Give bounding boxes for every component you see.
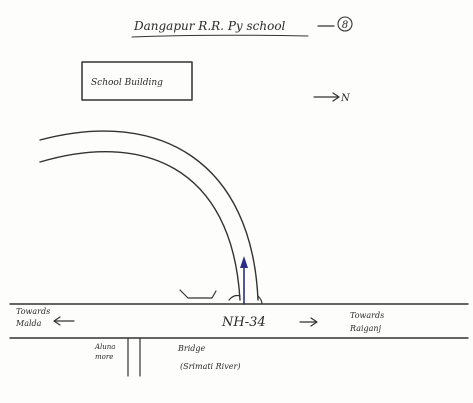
direction-arrow-icon — [240, 256, 248, 305]
curved-road-outer-edge — [39, 130, 259, 301]
junction-curb-left — [228, 294, 241, 301]
side-lane-label-line1: Aluna — [94, 343, 115, 351]
side-lane-label-line2: more — [95, 353, 113, 361]
sheet-number-circle — [337, 16, 353, 32]
north-arrow-icon — [313, 92, 340, 102]
left-destination-line2: Malda — [15, 319, 42, 328]
left-direction-arrow-icon — [53, 316, 75, 326]
curved-road-inner-edge — [39, 150, 241, 301]
sheet-number: 8 — [342, 20, 348, 31]
bridge-label: Bridge — [177, 344, 206, 353]
map-title: Dangapur R.R. Py school — [133, 19, 286, 33]
right-destination-line2: Raiganj — [349, 324, 382, 333]
bridge-river-label: (Srimati River) — [180, 362, 240, 371]
right-destination-line1: Towards — [350, 311, 384, 320]
school-building — [81, 61, 193, 101]
left-destination-line1: Towards — [16, 307, 50, 316]
school-building-label: School Building — [91, 78, 163, 88]
title-underline — [131, 34, 309, 38]
highway-direction-arrow-icon — [299, 317, 318, 327]
roadside-shelter — [179, 289, 217, 299]
highway-label: NH-34 — [221, 315, 266, 330]
north-label: N — [340, 93, 351, 104]
